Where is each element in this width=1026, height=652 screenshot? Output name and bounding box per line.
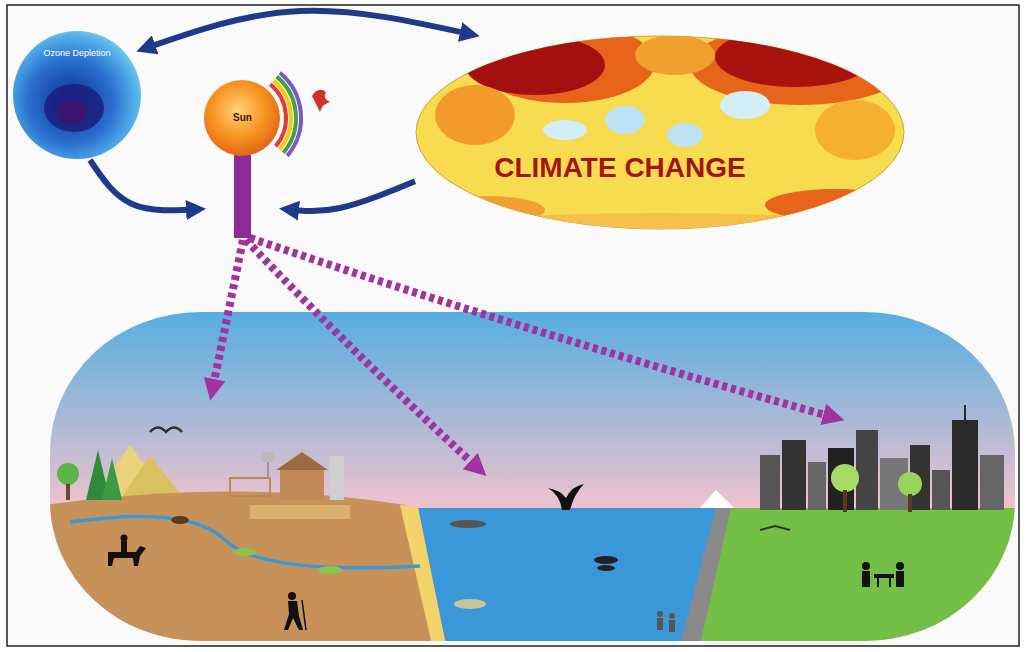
node-label: CLIMATE CHANGE [494,153,745,184]
tree [898,472,922,496]
silo [330,456,344,500]
horse-rider [121,541,127,552]
fish [597,565,615,571]
water-tower [267,462,269,478]
temperature-patch [543,120,587,140]
building [808,462,826,510]
person [862,571,870,587]
person [896,571,904,587]
building [980,455,1004,510]
node-label: Ozone Depletion [43,49,110,59]
roof [276,452,328,470]
hiker [288,592,296,600]
temperature-patch [635,35,715,75]
whale-tail [548,484,584,510]
temperature-patch [815,100,895,160]
person [862,562,870,570]
uv-bar [234,150,251,238]
ozone-hole [44,84,104,132]
temperature-patch [435,85,515,145]
water-tower [262,452,274,462]
snow-peak [700,490,734,508]
bird [150,428,182,433]
walkway [680,508,731,641]
building [760,455,780,510]
node-label: Sun [233,112,252,123]
temperature-patch [690,25,910,105]
farm-house [280,470,324,500]
node-shape [415,35,905,230]
temperature-patch [715,27,875,87]
connector-arrow [285,181,415,211]
sun-disc [204,80,280,156]
temperature-patch [425,196,545,224]
tree [57,463,79,485]
building [932,470,950,510]
fish [450,520,486,528]
climate-map-node: CLIMATE CHANGE [415,35,905,230]
urban-grass [692,508,1015,641]
tree-trunk [66,484,70,500]
node-shape [200,78,285,238]
horse-rider [121,535,128,542]
person [669,613,675,619]
field [250,505,350,519]
temperature-patch [667,123,703,147]
picnic-table [877,578,879,587]
tree [102,458,122,500]
picnic-table [889,578,891,587]
uv-arrow [250,238,836,418]
person [657,611,663,617]
temperature-patch [605,106,645,134]
sky [50,312,1015,641]
fish [454,599,486,609]
beach [400,505,446,641]
uv-arrow [212,240,243,392]
building [856,430,878,510]
picnic-table [874,574,894,578]
river [70,516,420,567]
land [50,492,440,642]
person [669,620,675,632]
temperature-map [425,23,910,237]
animal [171,516,189,524]
building [782,440,806,510]
antenna [964,405,966,420]
connector-arrow [90,160,200,210]
person [896,562,904,570]
spectrum-arc [280,73,301,156]
bench [760,526,790,530]
temperature-patch [765,189,905,221]
temperature-patch [465,35,605,95]
red-symbol [312,90,330,112]
fence [230,478,270,496]
ozone-hole [57,100,87,124]
tree-trunk [908,494,912,512]
tree [831,464,859,492]
building [952,420,978,510]
bush [233,548,257,556]
ozone-globe [13,31,141,159]
connector-arrow [142,11,474,50]
sun-node: Sun [200,78,285,238]
tree-trunk [843,490,847,512]
hiker [284,601,303,630]
ozone-globe-node: Ozone Depletion [12,30,142,160]
fish [594,556,618,564]
person [657,618,663,630]
temperature-patch [720,91,770,119]
ecosystem-panel [50,312,1015,641]
bush [318,566,342,574]
water [410,508,728,641]
temperature-patch [460,213,860,237]
hiking-stick [302,600,306,630]
